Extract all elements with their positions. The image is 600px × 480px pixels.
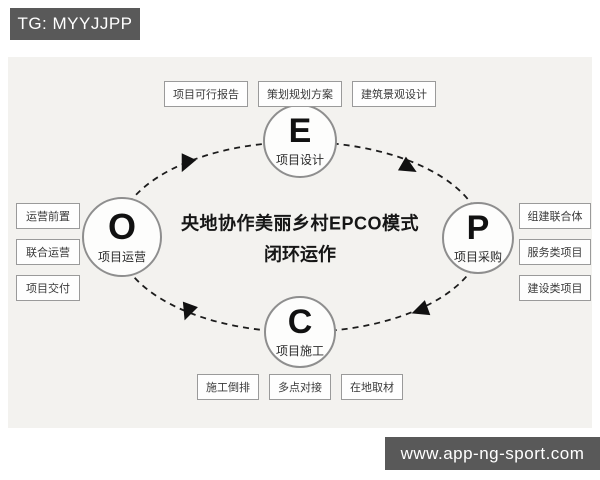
left-tag-column: 运营前置 联合运营 项目交付 (16, 203, 80, 301)
tag-landscape-design: 建筑景观设计 (352, 81, 436, 107)
tag-service-projects: 服务类项目 (519, 239, 591, 265)
tag-form-consortium: 组建联合体 (519, 203, 591, 229)
node-c-label: 项目施工 (275, 344, 324, 358)
telegram-watermark-banner: TG: MYYJJPP (10, 8, 140, 40)
node-c-project-construction: C 项目施工 (264, 296, 336, 368)
tag-operation-upfront: 运营前置 (16, 203, 80, 229)
top-tag-row: 项目可行报告 策划规划方案 建筑景观设计 (164, 81, 436, 107)
node-p-project-procurement: P 项目采购 (442, 202, 514, 274)
node-o-label: 项目运营 (97, 250, 146, 264)
tag-construction-projects: 建设类项目 (519, 275, 591, 301)
tag-multipoint-docking: 多点对接 (269, 374, 331, 400)
arrowhead-bottom-right-icon (411, 300, 431, 316)
node-o-project-operation: O 项目运营 (82, 197, 162, 277)
node-p-label: 项目采购 (453, 250, 502, 264)
tag-project-delivery: 项目交付 (16, 275, 80, 301)
center-title: 央地协作美丽乡村EPCO模式 闭环运作 (170, 210, 430, 267)
node-o-letter: O (107, 206, 136, 247)
node-e-letter: E (288, 112, 312, 150)
website-watermark-banner: www.app-ng-sport.com (385, 437, 600, 470)
tag-planning-scheme: 策划规划方案 (258, 81, 342, 107)
tag-construction-backward-scheduling: 施工倒排 (197, 374, 259, 400)
tag-joint-operation: 联合运营 (16, 239, 80, 265)
node-p-letter: P (466, 209, 490, 247)
tag-local-materials: 在地取材 (341, 374, 403, 400)
tag-feasibility-report: 项目可行报告 (164, 81, 248, 107)
arrowhead-bottom-left-icon (182, 301, 198, 321)
center-title-line2: 闭环运作 (264, 244, 336, 265)
website-watermark-text: www.app-ng-sport.com (400, 443, 585, 463)
arrowhead-top-left-icon (181, 153, 197, 173)
node-e-project-design: E 项目设计 (263, 104, 337, 178)
node-e-label: 项目设计 (275, 153, 324, 167)
right-tag-column: 组建联合体 服务类项目 建设类项目 (519, 203, 591, 301)
node-c-letter: C (287, 303, 313, 341)
center-title-line1: 央地协作美丽乡村EPCO模式 (180, 213, 419, 234)
arrowhead-top-right-icon (397, 156, 417, 172)
bottom-tag-row: 施工倒排 多点对接 在地取材 (197, 374, 403, 400)
telegram-watermark-text: TG: MYYJJPP (17, 14, 133, 33)
